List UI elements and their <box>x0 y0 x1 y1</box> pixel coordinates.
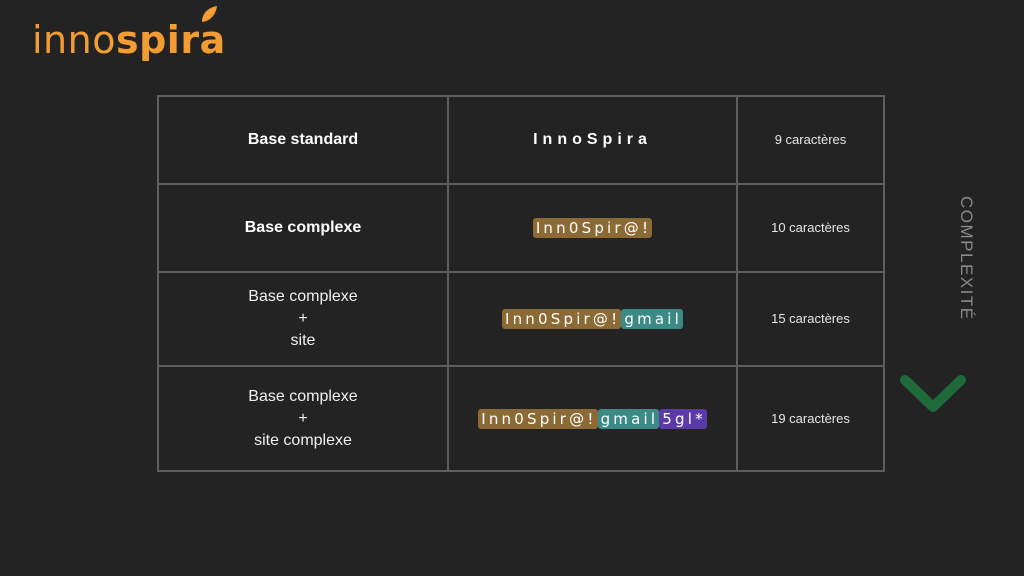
password-cell: Inn0Spir@!gmail <box>447 271 738 367</box>
count-cell: 10 caractères <box>736 183 885 273</box>
brand-bold: spira <box>115 6 226 62</box>
brand-light: inno <box>32 18 116 62</box>
password-complexity-table: Base standard InnoSpira 9 caractères Bas… <box>157 95 885 472</box>
count-cell: 15 caractères <box>736 271 885 367</box>
password-cell: InnoSpira <box>447 95 738 185</box>
char-count: 9 caractères <box>774 132 847 147</box>
row-label-cell: Base standard <box>157 95 449 185</box>
table-row: Base complexe Inn0Spir@! 10 caractères <box>157 183 885 273</box>
count-cell: 9 caractères <box>736 95 885 185</box>
password-segment-extra: 5gl* <box>659 408 707 429</box>
char-count: 19 caractères <box>771 410 850 426</box>
row-label-cell: Base complexe + site <box>157 271 449 367</box>
password-segment-base: Inn0Spir@! <box>532 218 653 238</box>
row-label-line: site <box>290 332 316 349</box>
password-plain: InnoSpira <box>533 131 652 148</box>
brand-bold-text: spira <box>115 18 226 62</box>
brand-logo: inno spira <box>32 6 226 62</box>
table-row: Base standard InnoSpira 9 caractères <box>157 95 885 185</box>
complexity-arrow-icon <box>900 151 966 412</box>
row-label-line: Base complexe <box>248 288 358 305</box>
password-cell: Inn0Spir@! <box>447 183 738 273</box>
char-count: 15 caractères <box>771 311 850 326</box>
row-label-line: + <box>298 310 308 327</box>
password-segment-base: Inn0Spir@! <box>501 309 622 329</box>
row-label-cell: Base complexe <box>157 183 449 273</box>
count-cell: 19 caractères <box>736 365 885 472</box>
row-label-line: site complexe <box>254 431 352 449</box>
row-label-cell: Base complexe + site complexe <box>157 365 449 472</box>
row-label: Base complexe <box>244 219 362 236</box>
row-label-line: Base complexe <box>248 387 358 405</box>
leaf-icon <box>201 6 217 22</box>
char-count: 10 caractères <box>771 220 850 235</box>
password-segment-base: Inn0Spir@! <box>478 408 598 429</box>
table-row: Base complexe + site complexe Inn0Spir@!… <box>157 365 885 472</box>
table-row: Base complexe + site Inn0Spir@!gmail 15 … <box>157 271 885 367</box>
row-label-line: + <box>298 409 308 427</box>
row-label: Base standard <box>247 131 359 148</box>
complexity-label: COMPLEXITÉ <box>957 196 976 321</box>
password-segment-site: gmail <box>597 408 660 429</box>
password-segment-site: gmail <box>621 309 684 329</box>
